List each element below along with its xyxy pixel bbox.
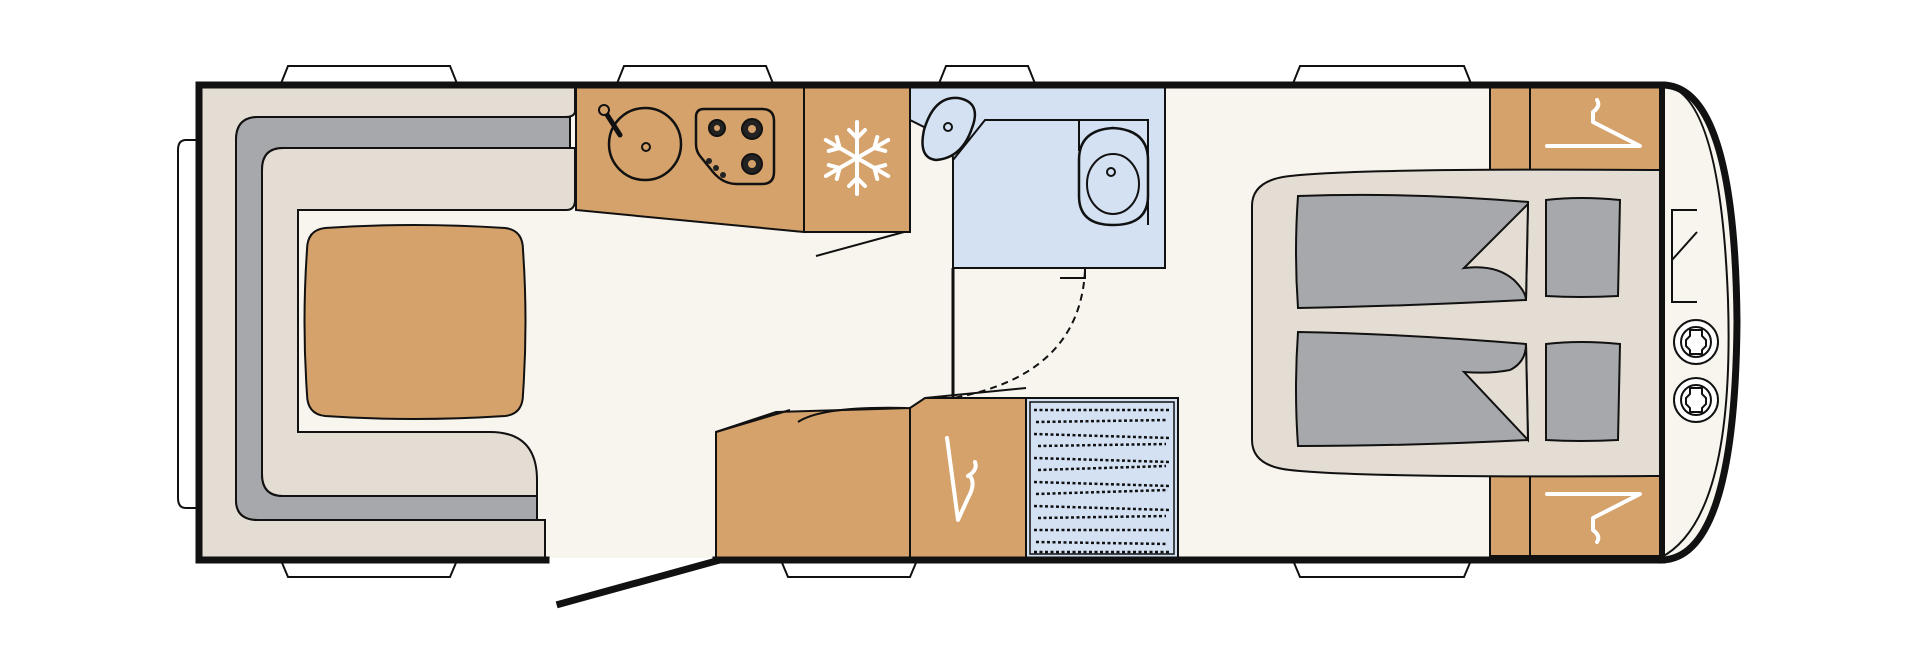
wardrobe xyxy=(909,397,1027,559)
lower-cabinet xyxy=(715,406,911,559)
front-dinette xyxy=(199,86,576,559)
rear-ladder-icon xyxy=(1671,209,1698,303)
hob-icon xyxy=(694,107,776,186)
kitchen-step xyxy=(815,231,905,257)
washroom xyxy=(909,86,1166,399)
hanger-icon xyxy=(945,436,978,522)
hanger-icon xyxy=(1545,98,1642,148)
snowflake-icon xyxy=(823,120,891,196)
toilet-icon xyxy=(1077,119,1150,227)
tail-light-icon xyxy=(1673,319,1719,365)
lower-units xyxy=(715,387,1179,559)
entry-door xyxy=(555,556,721,609)
bed-upper-pillow xyxy=(1545,197,1622,298)
bed-upper-fold xyxy=(1461,201,1530,301)
rear-features xyxy=(1671,209,1719,423)
outer-walls xyxy=(195,81,1741,609)
seat-inner xyxy=(261,147,576,497)
wardrobe-diagonal xyxy=(924,387,1027,399)
wardrobe-top xyxy=(1489,86,1661,171)
cabinet-shelf xyxy=(715,406,907,433)
door-swing-arc xyxy=(952,269,1086,399)
tail-light-icon xyxy=(1673,377,1719,423)
hanger-icon xyxy=(1545,492,1642,544)
rear-bedroom xyxy=(1251,86,1661,557)
kitchen-counter xyxy=(575,86,805,234)
window-front xyxy=(177,139,199,509)
bed-lower-duvet xyxy=(1295,330,1530,448)
bed-lower-pillow xyxy=(1545,341,1622,442)
washbasin-icon xyxy=(921,96,977,162)
bed-lower-fold xyxy=(1461,343,1530,443)
dining-table xyxy=(303,224,527,420)
bed-upper-duvet xyxy=(1295,193,1530,310)
wardrobe-bottom xyxy=(1489,475,1661,557)
sink-icon xyxy=(598,104,683,182)
shower-tray-icon xyxy=(1033,408,1171,554)
wall-rear-outer xyxy=(1658,81,1741,564)
kitchen-unit xyxy=(575,86,911,257)
shower-border xyxy=(1029,401,1175,555)
